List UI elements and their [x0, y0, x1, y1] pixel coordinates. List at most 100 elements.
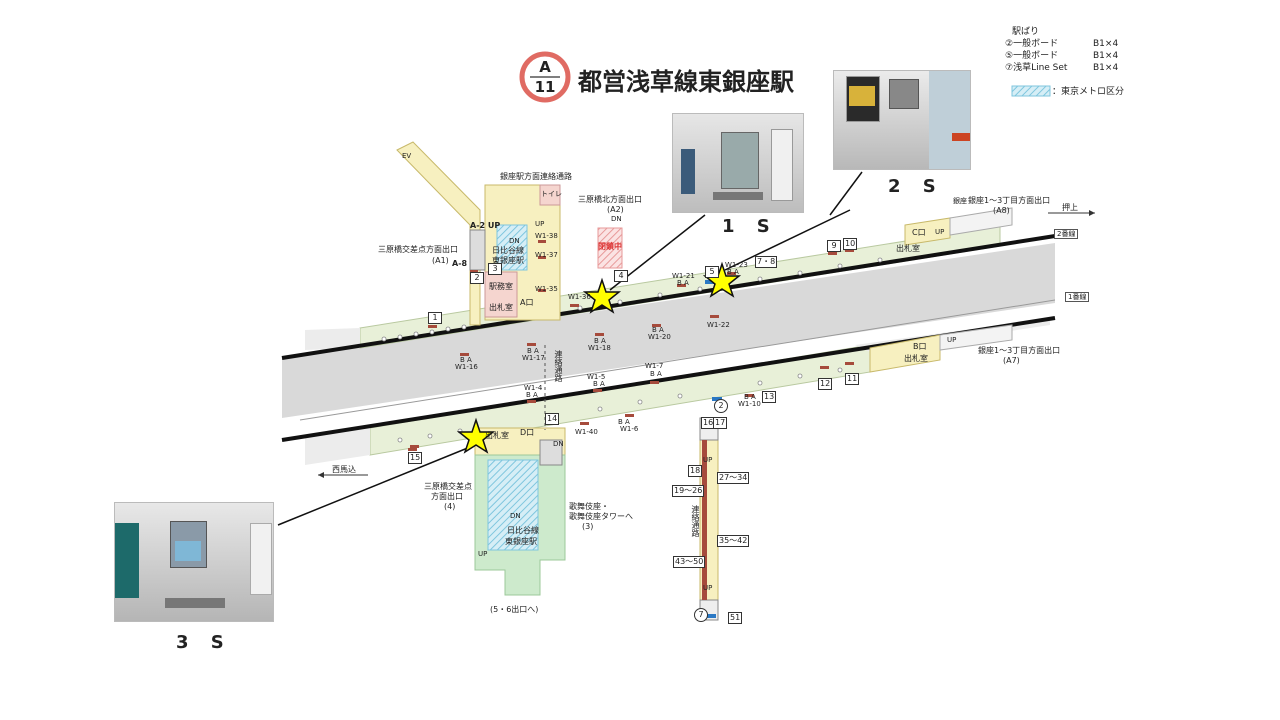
- board-number: 14: [545, 413, 560, 425]
- ba-marker: B A: [594, 337, 606, 345]
- hibiya-zone-bottom: [487, 459, 539, 551]
- photo-2-label: 2 S: [888, 176, 944, 197]
- legend-item-name: ⑦浅草Line Set: [1005, 63, 1068, 73]
- renraku-label: 連絡通路: [554, 350, 563, 382]
- board-label: W1-18: [588, 344, 611, 352]
- b-up-label: UP: [947, 336, 957, 344]
- toilet-block: [539, 184, 561, 206]
- ba-marker: B A: [527, 347, 539, 355]
- board-number: 4: [614, 270, 628, 282]
- board-label: W1-17: [522, 354, 545, 362]
- metro-zone-swatch: [1011, 85, 1051, 97]
- hibiya-line-label: 日比谷線: [492, 246, 524, 255]
- kabukiza2-label: 歌舞伎座タワーへ: [569, 512, 633, 521]
- photo-3-label: 3 S: [176, 632, 232, 653]
- a1-code-label: (A1): [432, 256, 449, 265]
- ginza-small-label: 銀座: [953, 197, 967, 205]
- board-label: W1-5: [587, 373, 606, 381]
- page-title: 都営浅草線東銀座駅: [578, 68, 794, 96]
- a2-closed: [597, 227, 623, 269]
- board-number: 1: [428, 312, 442, 324]
- board-label: W1-4: [524, 384, 543, 392]
- board-number: 51: [728, 612, 743, 624]
- board-label: W1-6: [620, 425, 639, 433]
- track2-label: 2番線: [1054, 229, 1079, 239]
- board-label: W1-38: [535, 232, 558, 240]
- station-office-label: 駅務室: [489, 282, 513, 291]
- a1-exit-label: 三原橋交差点方面出口: [378, 245, 458, 254]
- a8-label: A-8: [452, 259, 468, 268]
- ba-marker: B A: [727, 268, 739, 276]
- board-number: 12: [818, 378, 833, 390]
- exit4-code-label: (4): [444, 502, 456, 511]
- board-label: W1-21: [672, 272, 695, 280]
- upper-platform-west: [305, 328, 360, 350]
- photo-3: [114, 502, 274, 622]
- legend-item-name: ⑤一般ボード: [1005, 51, 1059, 61]
- d-ticket-office-label: 出札室: [485, 431, 509, 440]
- board-number: 2: [470, 272, 484, 284]
- hibiya-zone-top: [496, 224, 528, 271]
- ba-marker: B A: [618, 418, 630, 426]
- a8-passage: [949, 207, 1013, 236]
- ba-marker: B A: [650, 370, 662, 378]
- a2-up-label: A-2 UP: [470, 221, 501, 230]
- kabukiza-code-label: (3): [582, 522, 594, 531]
- a7-exit-label: 銀座1〜3丁目方面出口: [978, 346, 1061, 355]
- closed-label: 閉鎖中: [598, 242, 622, 251]
- board-label: W1-40: [575, 428, 598, 436]
- ab-code-label: (A8): [993, 206, 1010, 215]
- ba-marker: B A: [677, 279, 689, 287]
- b-gate-area: [869, 334, 941, 373]
- board-number: 10: [843, 238, 858, 250]
- d-stair: [539, 439, 563, 466]
- photo-2: [833, 70, 971, 170]
- legend-item-name: ②一般ボード: [1005, 39, 1059, 49]
- ba-marker: B A: [593, 380, 605, 388]
- up-label: UP: [535, 220, 545, 228]
- ev-label: EV: [402, 152, 412, 160]
- bottom-up-label: UP: [478, 550, 488, 558]
- board-label: W1-36: [568, 293, 591, 301]
- legend-item-value: B1×4: [1093, 63, 1119, 73]
- board-number: 27〜34: [717, 472, 750, 484]
- exit4b-label: 方面出口: [431, 492, 463, 501]
- dn-label: DN: [509, 237, 520, 245]
- photo-1: [672, 113, 804, 213]
- ab-exit-label: 銀座1〜3丁目方面出口: [968, 196, 1051, 205]
- line-code: A: [539, 58, 551, 76]
- board-number: 5: [705, 266, 719, 278]
- kabukiza-label: 歌舞伎座・: [569, 502, 609, 511]
- c-up-label: UP: [935, 228, 945, 236]
- c-gate-area: [904, 217, 951, 246]
- higashi-ginza-label: 東銀座駅: [492, 256, 524, 265]
- board-number: 17: [713, 417, 728, 429]
- b-gate-label: B口: [913, 342, 927, 351]
- d-dn-label: DN: [553, 440, 564, 448]
- board-label: W1-10: [738, 400, 761, 408]
- board-number: 13: [762, 391, 777, 403]
- track-bed: [282, 243, 1055, 418]
- star-marker-1: [582, 277, 622, 314]
- legend-item-value: B1×4: [1093, 39, 1119, 49]
- board-number: 18: [688, 465, 703, 477]
- legend-metro-zone: ：東京メトロ区分: [1052, 87, 1125, 97]
- board-number: 43〜50: [673, 556, 706, 568]
- push-up-label: 押上: [1062, 203, 1078, 212]
- a7-code-label: (A7): [1003, 356, 1020, 365]
- c-ticket-office-label: 出札室: [896, 244, 920, 253]
- upper-concourse: [396, 141, 481, 326]
- a2-exit-label: 三原橋北方面出口: [578, 195, 642, 204]
- renraku-up-top: UP: [703, 456, 713, 464]
- ginza-passage-label: 銀座駅方面連絡通路: [500, 172, 572, 181]
- exit4-label: 三原橋交差点: [424, 482, 472, 491]
- c-gate-label: C口: [912, 228, 926, 237]
- legend-header: 駅ばり: [1012, 27, 1040, 37]
- office-block: [484, 271, 518, 318]
- ba-marker: B A: [652, 326, 664, 334]
- board-number: 15: [408, 452, 423, 464]
- board-label: W1-22: [707, 321, 730, 329]
- circled-number-2: 2: [714, 399, 728, 413]
- board-label: W1-7: [645, 362, 664, 370]
